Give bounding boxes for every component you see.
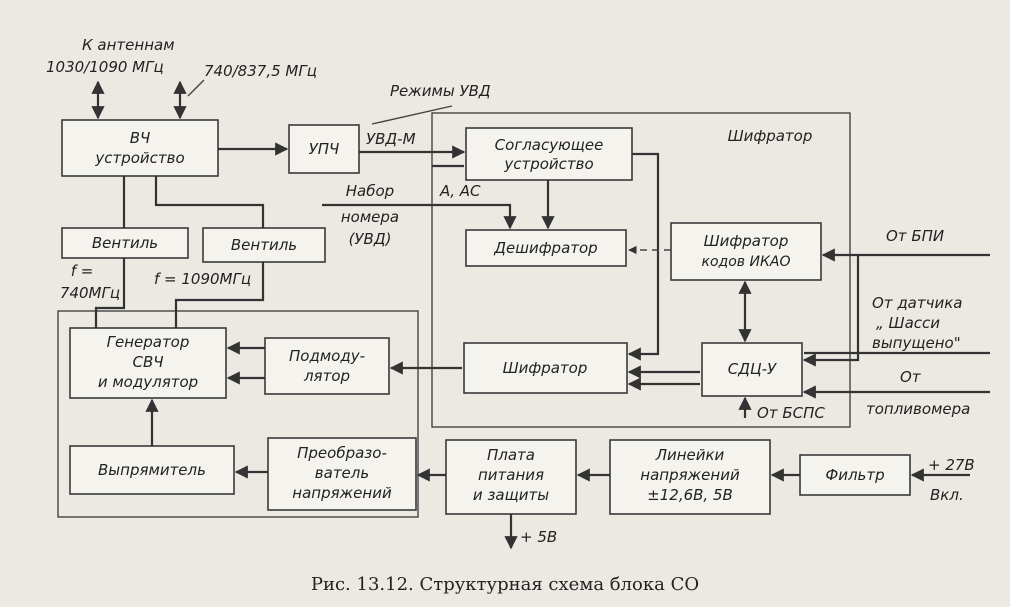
sogl-block: Согласующее устройство	[465, 127, 633, 181]
shifrator-ikao-block: Шифратор кодов ИКАО	[670, 222, 822, 281]
ventil2-block: Вентиль	[202, 227, 326, 263]
sdc-label: СДЦ-У	[728, 360, 777, 378]
ventil1-block: Вентиль	[61, 227, 189, 259]
ot-toplivomera-label-2: топливомера	[866, 400, 970, 418]
plus27-label: + 27В	[928, 456, 975, 474]
lineyki-block: Линейки напряжений ±12,6В, 5В	[609, 439, 771, 515]
ventil1-to-generator	[94, 258, 126, 328]
podmodulator-label-2: лятор	[303, 367, 350, 385]
vch-block: ВЧ устройство	[61, 119, 219, 177]
sogl-to-shifrator-inner	[627, 152, 660, 361]
ventil1-label: Вентиль	[92, 234, 158, 252]
upch-label: УПЧ	[309, 140, 340, 158]
ot-bpi-label: От БПИ	[886, 227, 944, 245]
preobr-label-2: ватель	[315, 464, 369, 482]
nabor-label-3: (УВД)	[349, 230, 392, 248]
ot-datchika-label-1: От датчика	[872, 294, 962, 312]
generator-label-3: и модулятор	[98, 373, 198, 391]
bpi-to-sdc	[802, 255, 860, 367]
sogl-label-1: Согласующее	[495, 136, 604, 154]
plata-block: Плата питания и защиты	[445, 439, 577, 515]
nabor-to-deshifrator	[322, 203, 517, 230]
plata-label-3: и защиты	[473, 486, 549, 504]
generator-label-2: СВЧ	[132, 353, 163, 371]
f740-label-1: f =	[71, 262, 94, 280]
k-antennam-label: К антеннам	[82, 36, 175, 54]
preobr-block: Преобразо- ватель напряжений	[267, 437, 417, 511]
vch-label-1: ВЧ	[130, 129, 151, 147]
nabor-label-2: номера	[341, 208, 399, 226]
preobr-label-1: Преобразо-	[297, 444, 387, 462]
rezhimy-label: Режимы УВД	[390, 82, 491, 100]
f740-label-2: 740МГц	[60, 284, 120, 302]
shifrator-ikao-label-1: Шифратор	[704, 232, 789, 250]
filtr-block: Фильтр	[799, 454, 911, 496]
nabor-label-1: Набор	[346, 182, 394, 200]
filtr-label: Фильтр	[825, 466, 884, 484]
ventil2-to-generator	[174, 262, 265, 328]
freq2-label: 740/837,5 МГц	[204, 62, 317, 80]
uvd-m-label: УВД-М	[366, 130, 416, 148]
shifrator-ikao-label-2: кодов ИКАО	[702, 254, 791, 270]
lineyki-label-2: напряжений	[640, 466, 740, 484]
generator-block: Генератор СВЧ и модулятор	[69, 327, 227, 399]
vypryamitel-block: Выпрямитель	[69, 445, 235, 495]
deshifrator-block: Дешифратор	[465, 229, 627, 267]
ot-toplivomera-label-1: От	[900, 368, 922, 386]
shifrator-group-outline	[431, 112, 851, 428]
vkl-label: Вкл.	[930, 486, 964, 504]
vypryamitel-label: Выпрямитель	[98, 461, 206, 479]
lineyki-label-3: ±12,6В, 5В	[647, 486, 733, 504]
preobr-label-3: напряжений	[292, 484, 392, 502]
sdc-block: СДЦ-У	[701, 342, 803, 397]
a-ac-label: А, АС	[439, 182, 481, 200]
plus5-label: + 5В	[520, 528, 557, 546]
plata-label-1: Плата	[487, 446, 535, 464]
freq1-label: 1030/1090 МГц	[46, 58, 164, 76]
ventil2-label: Вентиль	[231, 236, 297, 254]
shifrator-inner-label: Шифратор	[503, 359, 588, 377]
f1090-label: f = 1090МГц	[154, 270, 251, 288]
shifrator-inner-block: Шифратор	[463, 342, 628, 394]
vch-to-ventil2	[154, 176, 265, 228]
ot-datchika-label-3: выпущено"	[872, 334, 961, 352]
deshifrator-label: Дешифратор	[493, 239, 597, 257]
podmodulator-label-1: Подмоду-	[289, 347, 365, 365]
figure-caption: Рис. 13.12. Структурная схема блока СО	[311, 574, 699, 595]
plata-label-2: питания	[478, 466, 544, 484]
shifrator-group-title: Шифратор	[728, 127, 813, 145]
vch-label-2: устройство	[94, 149, 184, 167]
rezhimy-leader	[371, 105, 453, 125]
left-group-outline	[57, 310, 419, 518]
generator-label-1: Генератор	[107, 333, 190, 351]
freq2-leader	[187, 79, 205, 97]
sogl-label-2: устройство	[503, 155, 593, 173]
ot-bsps-label: От БСПС	[757, 404, 825, 422]
upch-block: УПЧ	[288, 124, 360, 174]
lineyki-label-1: Линейки	[655, 446, 725, 464]
ot-datchika-label-2: „ Шасси	[876, 314, 940, 332]
podmodulator-block: Подмоду- лятор	[264, 337, 390, 395]
